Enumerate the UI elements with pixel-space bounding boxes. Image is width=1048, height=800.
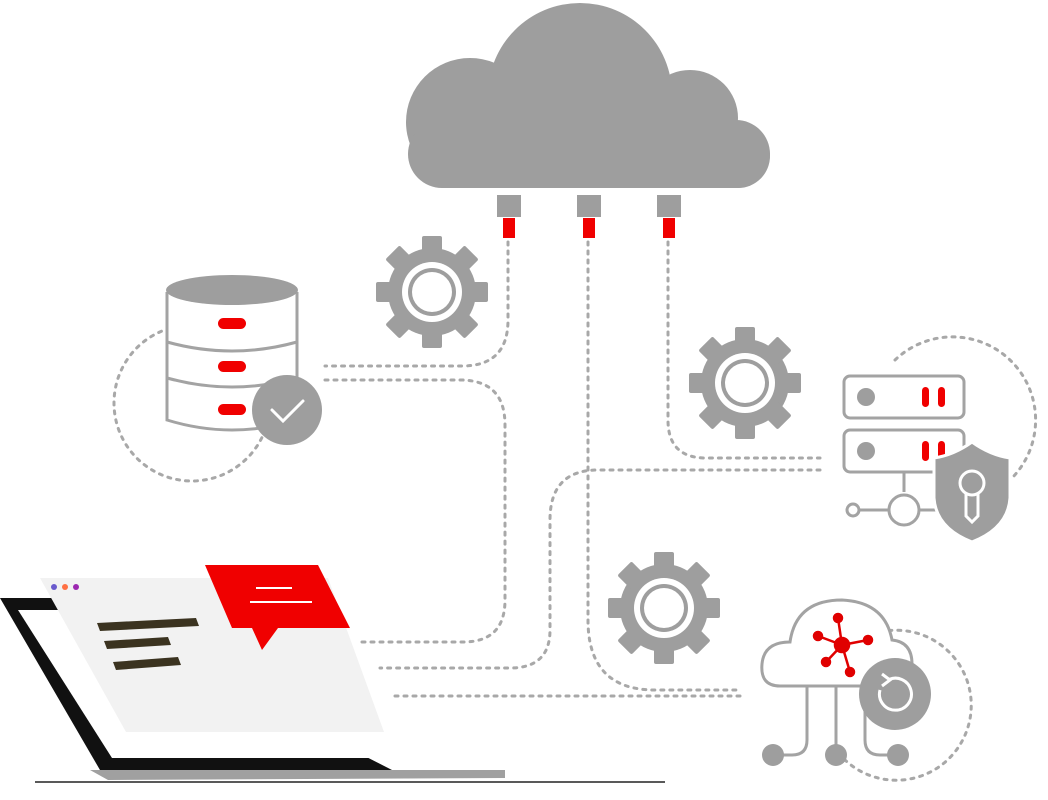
server-icon	[842, 374, 966, 527]
gear-icon	[689, 327, 801, 439]
check-icon	[252, 375, 322, 445]
cloud-connectors	[497, 195, 681, 238]
gear-icon	[376, 236, 488, 348]
cloud-icon	[406, 3, 770, 188]
gear-icon	[608, 552, 720, 664]
refresh-icon	[859, 658, 931, 730]
shield-keyhole-icon	[932, 440, 1012, 544]
connection-lines	[112, 240, 1038, 782]
chat-bubble-icon	[205, 565, 350, 650]
